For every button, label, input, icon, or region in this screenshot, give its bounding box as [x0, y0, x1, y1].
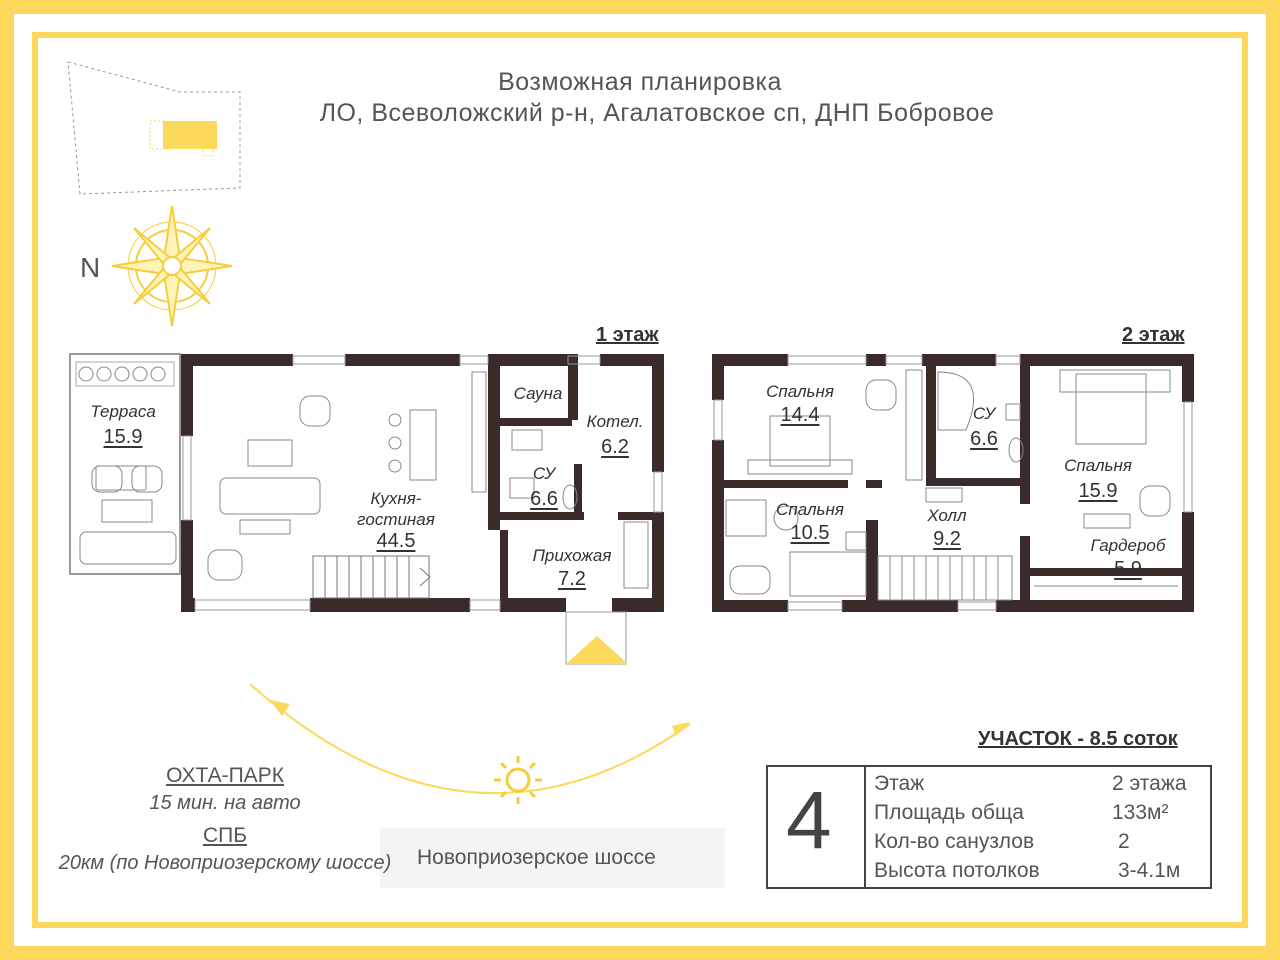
plot-size-label: УЧАСТОК - 8.5 соток	[978, 728, 1178, 750]
room-area: 6.6	[970, 428, 998, 450]
room-name: Холл	[927, 506, 967, 525]
destination-detail: 20км (по Новоприозерскому шоссе)	[58, 852, 392, 874]
info-value: 3-4.1м	[1118, 859, 1181, 882]
floor2-label: 2 этаж	[1122, 324, 1185, 346]
info-label: Площадь обща	[874, 801, 1024, 824]
floor1-plan	[69, 353, 664, 665]
room-area: 7.2	[558, 568, 586, 590]
info-value: 2 этажа	[1112, 772, 1187, 795]
room-area: 44.5	[376, 530, 416, 552]
room-area: 6.2	[601, 436, 629, 458]
room-area: 9.2	[933, 528, 961, 550]
destination-name: ОХТА-ПАРК	[166, 764, 284, 787]
location-minimap	[67, 61, 241, 195]
room-name: Спальня	[1064, 456, 1132, 475]
room-name: СУ	[532, 464, 556, 483]
room-name: Спальня	[776, 500, 844, 519]
room-area: 15.9	[1078, 480, 1118, 502]
inner-frame	[32, 32, 1248, 928]
compass-icon	[111, 205, 233, 327]
destination-name: СПБ	[202, 824, 248, 847]
info-label: Кол-во санузлов	[874, 830, 1035, 853]
room-name: Гардероб	[1090, 536, 1166, 555]
floor1-label: 1 этаж	[596, 324, 659, 346]
info-label: Этаж	[874, 772, 925, 795]
room-area: 5.9	[1114, 558, 1142, 580]
road-band	[380, 828, 725, 888]
room-name: Спальня	[766, 382, 834, 401]
road-label: Новоприозерское шоссе	[417, 846, 656, 869]
info-value: 133м²	[1112, 801, 1169, 824]
room-area: 14.4	[780, 404, 820, 426]
sun-icon	[494, 756, 542, 804]
entrance-arrow-icon	[566, 636, 628, 664]
room-area: 10.5	[790, 522, 830, 544]
page-title: Возможная планировка	[498, 68, 782, 96]
floor2-plan	[712, 354, 1194, 612]
info-table-frame	[766, 765, 1212, 889]
room-name: Кухня- гостиная	[357, 489, 435, 529]
destination-detail: 15 мин. на авто	[149, 792, 301, 814]
room-name: Прихожая	[532, 546, 612, 565]
room-area: 6.6	[530, 488, 558, 510]
page-subtitle: ЛО, Всеволожский р-н, Агалатовское сп, Д…	[319, 99, 995, 127]
terrace-outline	[69, 353, 181, 575]
room-area: 15.9	[103, 426, 143, 448]
info-value: 2	[1118, 830, 1130, 853]
room-name: СУ	[972, 404, 996, 423]
plot-marker	[163, 121, 217, 149]
house-number: 4	[786, 775, 832, 866]
sun-path	[249, 683, 691, 804]
room-name: Котел.	[586, 412, 644, 431]
room-name: Терраса	[90, 402, 156, 421]
room-name: Сауна	[513, 384, 563, 403]
outer-frame	[14, 14, 1266, 946]
info-label: Высота потолков	[874, 859, 1040, 882]
north-label: N	[80, 252, 101, 283]
